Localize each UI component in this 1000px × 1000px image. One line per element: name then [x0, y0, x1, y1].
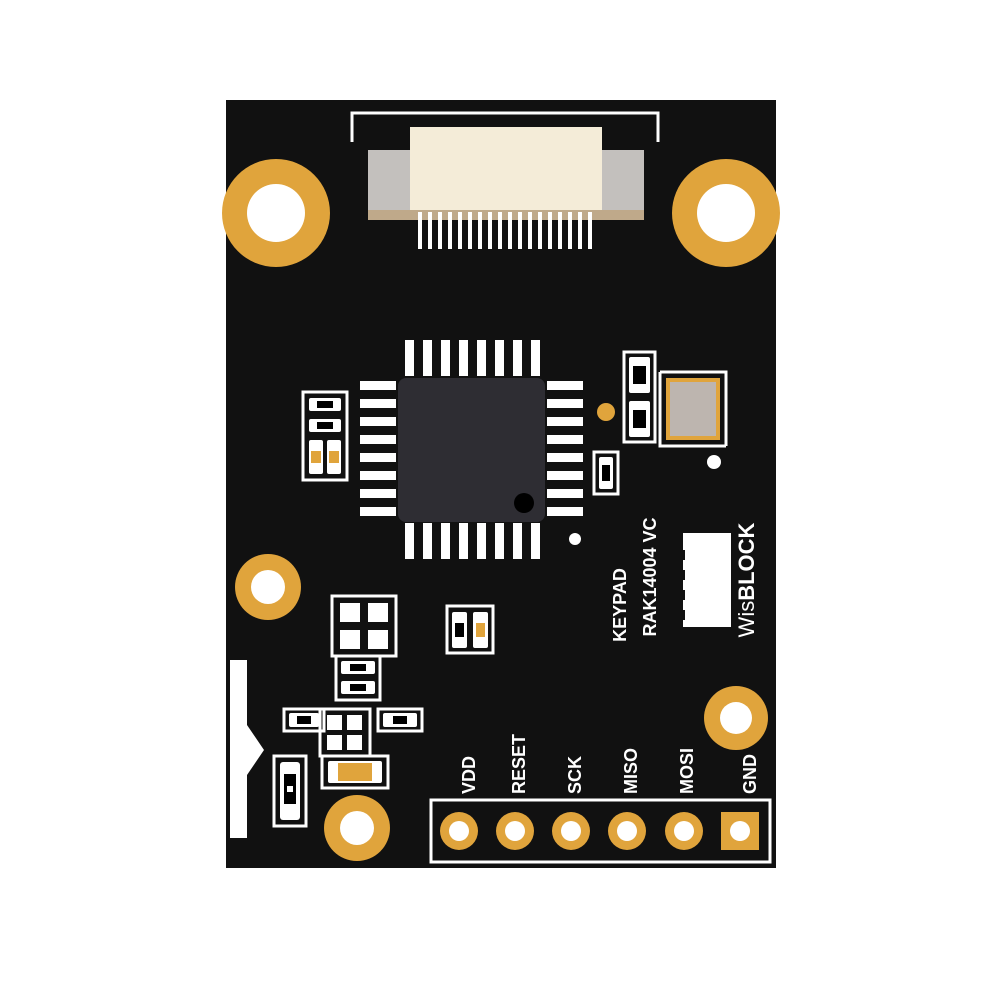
small-hole-left: [235, 554, 301, 620]
mounting-hole-top-right: [672, 159, 780, 267]
mounting-hole-top-left: [222, 159, 330, 267]
pin-sck: [552, 812, 590, 850]
edge-marker: [230, 660, 264, 838]
pin-gnd: [721, 812, 759, 850]
pin-reset: [496, 812, 534, 850]
fpc-connector: [350, 111, 660, 249]
brand-suffix: BLOCK: [734, 522, 759, 600]
crystal-oscillator: [658, 370, 728, 469]
main-ic-chip: [360, 340, 583, 559]
switch-footprint: [677, 533, 731, 627]
passives-left-ic: [301, 390, 349, 482]
pin-label-vdd: VDD: [459, 756, 479, 794]
pin-vdd: [440, 812, 478, 850]
passives-lower-left: [272, 594, 424, 828]
pin-label-sck: SCK: [565, 756, 585, 794]
brand-logo: WisBLOCK: [734, 522, 759, 637]
pin-header: VDD RESET SCK MISO MOSI GND: [429, 734, 772, 864]
small-hole-bottom: [324, 795, 390, 861]
pin-mosi: [665, 812, 703, 850]
small-hole-right: [704, 686, 768, 750]
brand-prefix: Wis: [734, 601, 759, 638]
pin-label-miso: MISO: [621, 748, 641, 794]
pin-label-reset: RESET: [509, 734, 529, 794]
pin-label-gnd: GND: [740, 754, 760, 794]
passives-center: [445, 604, 495, 655]
part-number-label: RAK14004 VC: [640, 517, 660, 636]
pin-label-mosi: MOSI: [677, 748, 697, 794]
module-name-label: KEYPAD: [610, 568, 630, 642]
passives-right-ic: [592, 350, 657, 496]
pin-miso: [608, 812, 646, 850]
